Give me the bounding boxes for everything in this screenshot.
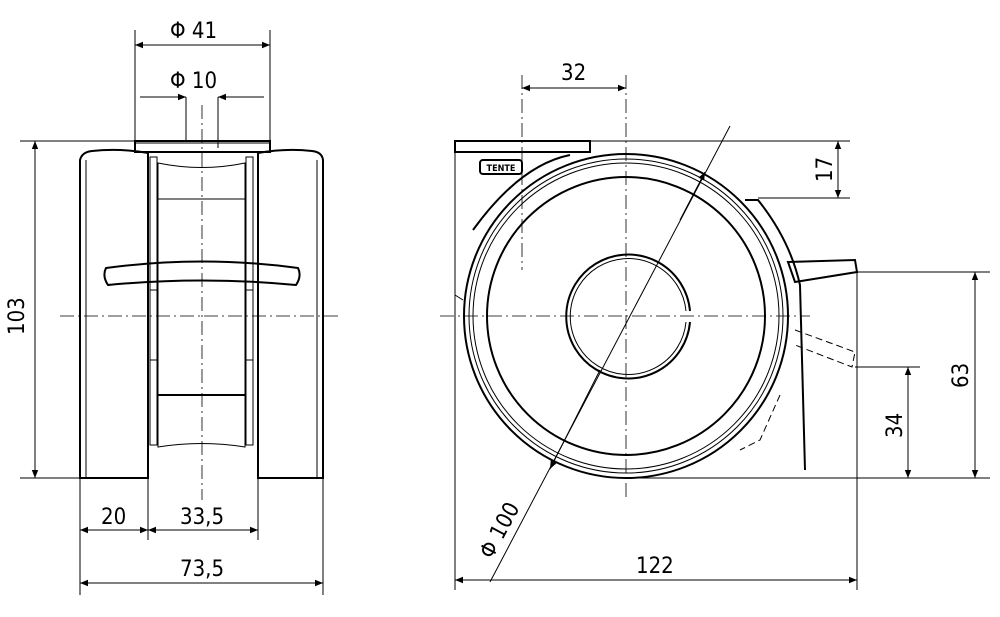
dim-103: 103 bbox=[5, 297, 30, 335]
dim-122: 122 bbox=[636, 554, 674, 579]
dim-33-5: 33,5 bbox=[180, 505, 224, 530]
dim-32: 32 bbox=[561, 61, 586, 86]
brake-pedal bbox=[103, 260, 301, 287]
logo-text: TENTE bbox=[487, 164, 516, 174]
hub bbox=[157, 162, 246, 448]
dim-phi-100: Φ 100 bbox=[475, 498, 525, 562]
left-wheel bbox=[79, 148, 149, 479]
top-plate bbox=[454, 140, 591, 153]
dim-17: 17 bbox=[813, 157, 838, 182]
guard bbox=[472, 154, 571, 231]
right-wheel bbox=[257, 148, 324, 479]
brake-release-path bbox=[739, 394, 781, 451]
side-view: TENTE 32 17 63 34 Φ 100 bbox=[440, 61, 990, 590]
front-view: Φ 41 Φ 10 103 20 33,5 73,5 bbox=[5, 19, 340, 595]
dim-34: 34 bbox=[883, 413, 908, 438]
dim-63: 63 bbox=[949, 363, 974, 388]
dim-phi-10: Φ 10 bbox=[170, 69, 217, 94]
fork-legs bbox=[149, 156, 254, 446]
dim-73-5: 73,5 bbox=[180, 557, 224, 582]
spring-housing bbox=[149, 289, 254, 361]
dim-phi-41: Φ 41 bbox=[170, 19, 217, 44]
brake-housing bbox=[745, 199, 806, 471]
top-plate bbox=[134, 140, 271, 153]
dim-20: 20 bbox=[101, 505, 126, 530]
hub-outer bbox=[565, 253, 691, 380]
brake-lever-released bbox=[794, 329, 856, 368]
